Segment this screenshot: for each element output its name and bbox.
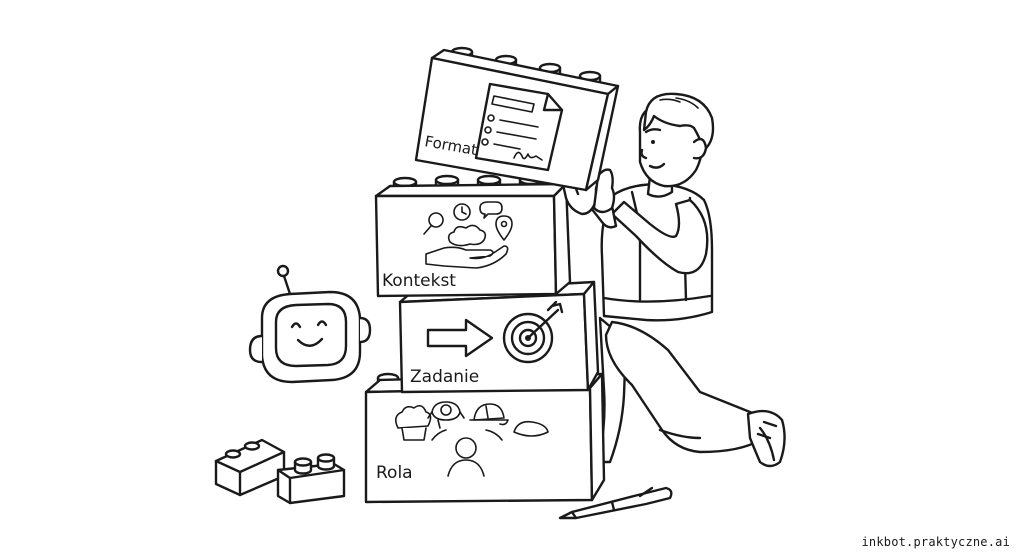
clock-icon [453, 203, 471, 221]
brick-kontekst: Kontekst [374, 174, 572, 298]
signature-icon [513, 151, 543, 161]
search-icon [423, 212, 444, 235]
brick-zadanie: Zadanie [398, 280, 600, 394]
brick-label-zadanie: Zadanie [410, 367, 479, 387]
document-icon [474, 82, 564, 172]
chat-bubble-icon [479, 201, 503, 219]
brick-label-rola: Rola [376, 463, 413, 483]
loose-brick-right [276, 453, 346, 505]
robot-head-icon [248, 264, 372, 384]
brick-label-kontekst: Kontekst [382, 271, 456, 291]
beret-icon [513, 420, 549, 437]
person-legs [594, 316, 786, 468]
cloud-icon [447, 224, 487, 247]
footer-url: inkbot.praktyczne.ai [861, 535, 1010, 549]
cap-icon [469, 403, 509, 426]
pen-icon [558, 486, 673, 520]
brick-format: Format [414, 46, 620, 192]
chef-hat-icon [394, 404, 432, 441]
loose-brick-left [214, 438, 286, 497]
location-pin-icon [495, 215, 513, 241]
person [560, 92, 715, 322]
open-hand-icon [425, 245, 509, 269]
person-silhouette-icon [431, 419, 503, 477]
target-icon [502, 300, 564, 364]
arrow-right-icon [426, 318, 494, 358]
headlamp-icon [427, 401, 465, 421]
